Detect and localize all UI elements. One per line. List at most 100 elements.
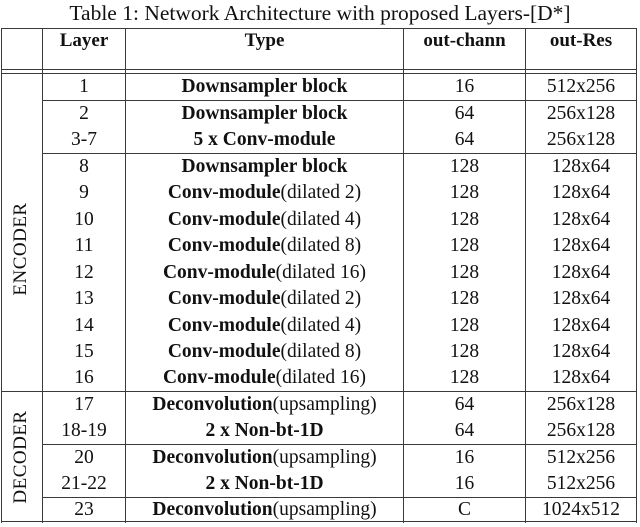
- type-name: Downsampler block: [181, 103, 348, 124]
- cell-type: Deconvolution(upsampling): [126, 445, 403, 471]
- cell-layer: 17: [74, 394, 94, 415]
- cell-type: 2 x Non-bt-1D: [126, 471, 403, 497]
- cell-out-chann: 128: [449, 341, 480, 362]
- header-layer: Layer: [59, 30, 109, 51]
- cell-type: 2 x Non-bt-1D: [126, 418, 403, 444]
- table-top-border: [1, 28, 637, 29]
- type-name: Deconvolution: [152, 394, 273, 415]
- column-divider: [403, 28, 404, 523]
- cell-out-res: 128x64: [551, 156, 611, 177]
- type-name: 2 x Non-bt-1D: [205, 473, 324, 494]
- cell-type: Conv-module(dilated 4): [126, 313, 403, 339]
- cell-layer: 14: [74, 315, 94, 336]
- type-name: Conv-module: [167, 235, 281, 256]
- cell-out-res: 512x256: [546, 76, 616, 97]
- type-name: Deconvolution: [152, 499, 273, 520]
- section-label-encoder: ENCODER: [10, 202, 31, 296]
- cell-layer: 16: [74, 367, 94, 388]
- cell-type: Conv-module(dilated 4): [126, 207, 403, 233]
- type-name: Conv-module: [167, 341, 281, 362]
- cell-layer: 10: [74, 209, 94, 230]
- cell-layer: 18-19: [61, 420, 107, 441]
- cell-type: Conv-module(dilated 16): [126, 365, 403, 391]
- cell-type: Deconvolution(upsampling): [126, 497, 403, 523]
- cell-out-res: 128x64: [551, 288, 611, 309]
- cell-out-res: 128x64: [551, 262, 611, 283]
- cell-out-chann: 64: [454, 129, 475, 150]
- cell-out-chann: 128: [449, 156, 480, 177]
- type-name: 2 x Non-bt-1D: [205, 420, 324, 441]
- cell-out-chann: 128: [449, 262, 480, 283]
- cell-out-chann: 64: [454, 420, 475, 441]
- cell-out-chann: 128: [449, 235, 480, 256]
- column-divider: [525, 28, 526, 523]
- cell-layer: 8: [79, 156, 89, 177]
- cell-out-chann: 16: [454, 447, 475, 468]
- cell-type: Deconvolution(upsampling): [126, 392, 403, 418]
- table-right-border: [636, 28, 637, 523]
- column-divider: [125, 28, 126, 523]
- cell-out-res: 256x128: [546, 103, 616, 124]
- cell-out-chann: C: [457, 499, 471, 520]
- cell-layer: 13: [74, 288, 94, 309]
- architecture-table: Layer Type out-chann out-Res ENCODER DEC…: [1, 28, 637, 523]
- type-name: Conv-module: [167, 182, 281, 203]
- type-name: Conv-module: [167, 209, 281, 230]
- cell-layer: 2: [79, 103, 89, 124]
- cell-out-chann: 128: [449, 367, 480, 388]
- cell-out-res: 128x64: [551, 341, 611, 362]
- cell-out-res: 512x256: [546, 447, 616, 468]
- cell-out-res: 128x64: [551, 235, 611, 256]
- header-rule: [1, 73, 637, 74]
- type-detail: (dilated 2): [280, 288, 362, 309]
- cell-out-chann: 64: [454, 394, 475, 415]
- cell-layer: 3-7: [71, 129, 97, 150]
- cell-layer: 11: [74, 235, 94, 256]
- cell-type: Downsampler block: [126, 74, 403, 100]
- cell-out-chann: 128: [449, 315, 480, 336]
- cell-layer: 15: [74, 341, 94, 362]
- cell-out-chann: 128: [449, 182, 480, 203]
- cell-out-chann: 16: [454, 76, 475, 97]
- cell-out-res: 256x128: [546, 394, 616, 415]
- header-out-chann: out-chann: [423, 30, 506, 51]
- table-caption: Table 1: Network Architecture with propo…: [69, 1, 571, 25]
- type-name: 5 x Conv-module: [193, 129, 336, 150]
- group-rule: [42, 100, 637, 101]
- cell-type: 5 x Conv-module: [126, 127, 403, 153]
- cell-out-res: 128x64: [551, 209, 611, 230]
- type-detail: (dilated 16): [275, 262, 367, 283]
- cell-out-chann: 128: [449, 209, 480, 230]
- header-out-res: out-Res: [549, 30, 613, 51]
- cell-type: Conv-module(dilated 2): [126, 286, 403, 312]
- cell-type: Downsampler block: [126, 154, 403, 180]
- cell-type: Conv-module(dilated 2): [126, 180, 403, 206]
- cell-out-chann: 16: [454, 473, 475, 494]
- cell-type: Conv-module(dilated 8): [126, 339, 403, 365]
- type-detail: (dilated 4): [280, 315, 362, 336]
- type-name: Conv-module: [167, 315, 281, 336]
- type-detail: (upsampling): [272, 447, 377, 468]
- cell-out-res: 1024x512: [542, 499, 620, 520]
- group-rule: [42, 497, 637, 498]
- section-rule: [1, 391, 637, 392]
- cell-out-res: 128x64: [551, 182, 611, 203]
- cell-out-res: 256x128: [546, 129, 616, 150]
- type-name: Conv-module: [162, 367, 276, 388]
- cell-type: Conv-module(dilated 8): [126, 233, 403, 259]
- cell-layer: 20: [74, 447, 94, 468]
- type-name: Deconvolution: [152, 447, 273, 468]
- type-name: Downsampler block: [181, 156, 348, 177]
- cell-type: Conv-module(dilated 16): [126, 260, 403, 286]
- group-rule: [42, 444, 637, 445]
- type-name: Downsampler block: [181, 76, 348, 97]
- column-divider: [42, 28, 43, 523]
- type-detail: (upsampling): [272, 499, 377, 520]
- cell-out-chann: 128: [449, 288, 480, 309]
- table-bottom-border: [1, 521, 637, 522]
- cell-layer: 1: [79, 76, 89, 97]
- cell-out-res: 512x256: [546, 473, 616, 494]
- table-left-border: [1, 28, 2, 523]
- header-type: Type: [244, 30, 285, 51]
- type-detail: (dilated 8): [280, 341, 362, 362]
